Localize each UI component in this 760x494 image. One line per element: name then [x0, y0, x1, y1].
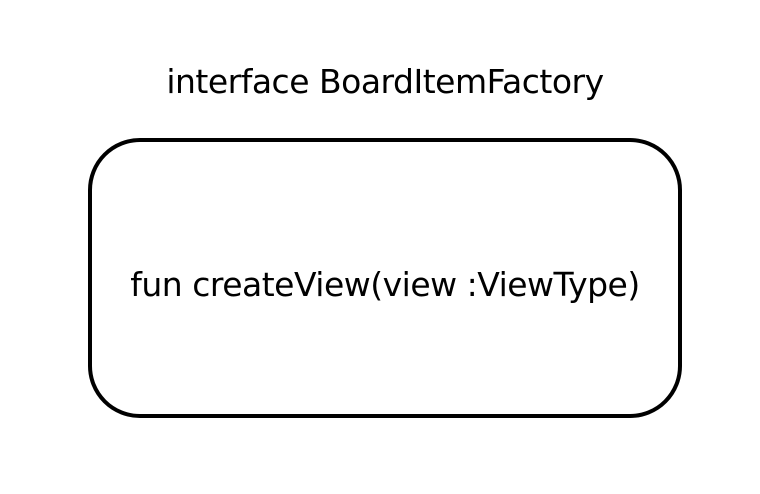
interface-box: fun createView(view :ViewType)	[88, 138, 682, 418]
interface-title: interface BoardItemFactory	[166, 62, 604, 101]
method-signature: fun createView(view :ViewType)	[130, 265, 640, 304]
